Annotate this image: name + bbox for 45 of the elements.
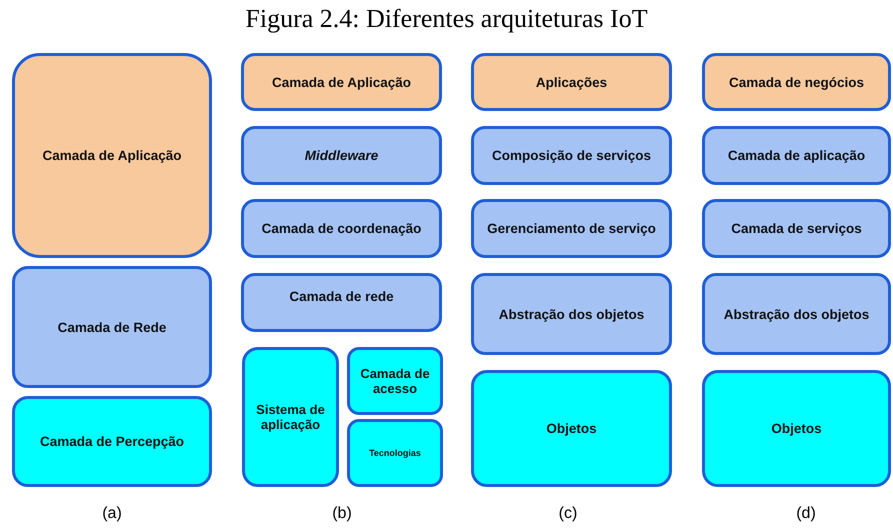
layer-box [471, 53, 672, 111]
layer-name: Gerenciamento de serviço [487, 221, 656, 236]
layer-name: Objetos [771, 421, 822, 436]
layer-name: Middleware [304, 148, 378, 163]
layer-box [471, 199, 672, 258]
layer-name: Camada de aplicação [728, 148, 866, 163]
layer-name: Camada de Percepção [40, 434, 184, 449]
layer-name: Camada de rede [289, 289, 394, 304]
layer-box [241, 273, 442, 332]
layer-box [702, 199, 891, 258]
layer-box [702, 53, 891, 111]
layer-box [702, 126, 891, 185]
layer-box [702, 370, 891, 487]
layer-box [12, 266, 212, 388]
layer-name: Composição de serviços [492, 148, 652, 163]
layer-name: Camada de Aplicação [272, 74, 412, 90]
layer-box [702, 273, 891, 355]
layer-box [241, 53, 442, 111]
layer-name: Sistema de aplicação [255, 402, 326, 432]
layer-name: Camada de acesso [359, 366, 431, 396]
layer-name: Camada de Aplicação [42, 148, 182, 163]
panel-label: (a) [102, 505, 122, 523]
layer-name: Aplicações [536, 74, 608, 90]
panel-label: (b) [332, 505, 352, 523]
layer-box [347, 419, 443, 487]
layer-box [471, 126, 672, 185]
layer-name: Tecnologias [369, 448, 421, 458]
layer-box [12, 396, 212, 487]
layer-name: Camada de negócios [728, 74, 864, 90]
layer-box [241, 199, 442, 258]
layer-name: Camada de serviços [731, 221, 862, 236]
layer-box [471, 273, 672, 355]
layer-box [12, 53, 212, 258]
layer-box [242, 347, 339, 487]
layer-name: Camada de Rede [58, 320, 166, 334]
layer-box [347, 347, 443, 415]
panel-label: (c) [558, 505, 578, 523]
panel-label: (d) [796, 505, 816, 523]
layer-box [241, 126, 442, 185]
layer-name: Abstração dos objetos [498, 306, 644, 322]
layer-name: Camada de coordenação [262, 221, 422, 236]
layer-name: Objetos [546, 421, 597, 436]
layer-name: Abstração dos objetos [724, 306, 870, 322]
layer-box [471, 370, 672, 487]
figure-title: Figura 2.4: Diferentes arquiteturas IoT [244, 4, 649, 34]
